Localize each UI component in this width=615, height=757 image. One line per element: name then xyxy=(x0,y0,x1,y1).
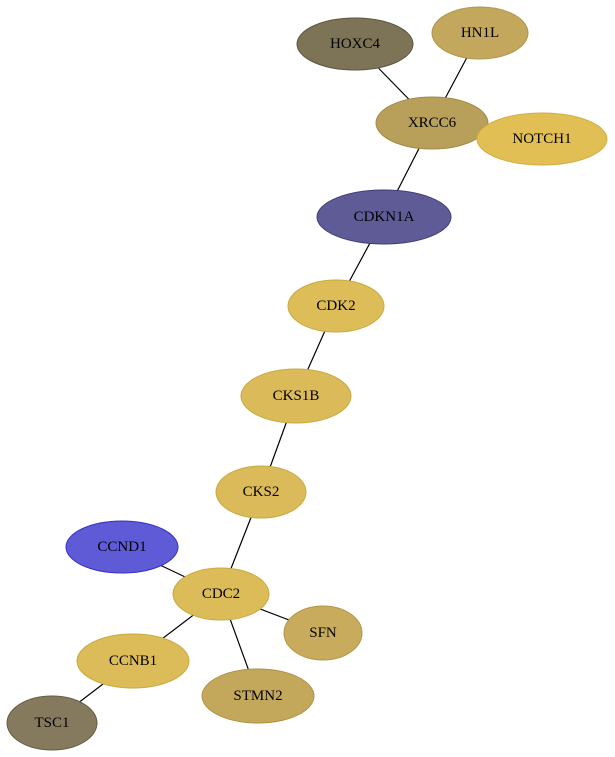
node-label: CCNB1 xyxy=(109,653,157,669)
node-hn1l[interactable]: HN1L xyxy=(431,6,529,60)
node-xrcc6[interactable]: XRCC6 xyxy=(375,96,489,150)
node-cdk2[interactable]: CDK2 xyxy=(287,279,385,333)
node-label: CDK2 xyxy=(316,298,355,314)
node-shape xyxy=(65,520,179,574)
node-label: CKS1B xyxy=(273,388,320,404)
node-shape xyxy=(201,668,315,724)
node-shape xyxy=(316,189,452,245)
node-label: CCND1 xyxy=(97,539,146,555)
node-label: XRCC6 xyxy=(408,115,457,131)
node-label: CDC2 xyxy=(202,586,240,602)
node-cks2[interactable]: CKS2 xyxy=(215,465,307,519)
node-shape xyxy=(283,605,363,661)
node-cdkn1a[interactable]: CDKN1A xyxy=(316,189,452,245)
node-label: NOTCH1 xyxy=(512,131,571,147)
node-notch1[interactable]: NOTCH1 xyxy=(476,112,608,166)
node-sfn[interactable]: SFN xyxy=(283,605,363,661)
node-label: CDKN1A xyxy=(354,209,415,225)
node-label: SFN xyxy=(309,625,337,641)
node-ccnb1[interactable]: CCNB1 xyxy=(76,633,190,689)
node-label: HN1L xyxy=(461,25,499,41)
node-cks1b[interactable]: CKS1B xyxy=(240,368,352,424)
node-shape xyxy=(215,465,307,519)
node-shape xyxy=(296,17,414,71)
node-shape xyxy=(76,633,190,689)
node-stmn2[interactable]: STMN2 xyxy=(201,668,315,724)
node-shape xyxy=(476,112,608,166)
node-label: HOXC4 xyxy=(330,36,381,52)
node-label: CKS2 xyxy=(243,484,280,500)
node-shape xyxy=(287,279,385,333)
node-shape xyxy=(172,567,270,621)
node-ccnd1[interactable]: CCND1 xyxy=(65,520,179,574)
node-hoxc4[interactable]: HOXC4 xyxy=(296,17,414,71)
node-label: TSC1 xyxy=(34,715,69,731)
node-label: STMN2 xyxy=(233,688,282,704)
node-shape xyxy=(6,695,98,751)
node-shape xyxy=(240,368,352,424)
node-shape xyxy=(375,96,489,150)
node-tsc1[interactable]: TSC1 xyxy=(6,695,98,751)
node-cdc2[interactable]: CDC2 xyxy=(172,567,270,621)
node-shape xyxy=(431,6,529,60)
